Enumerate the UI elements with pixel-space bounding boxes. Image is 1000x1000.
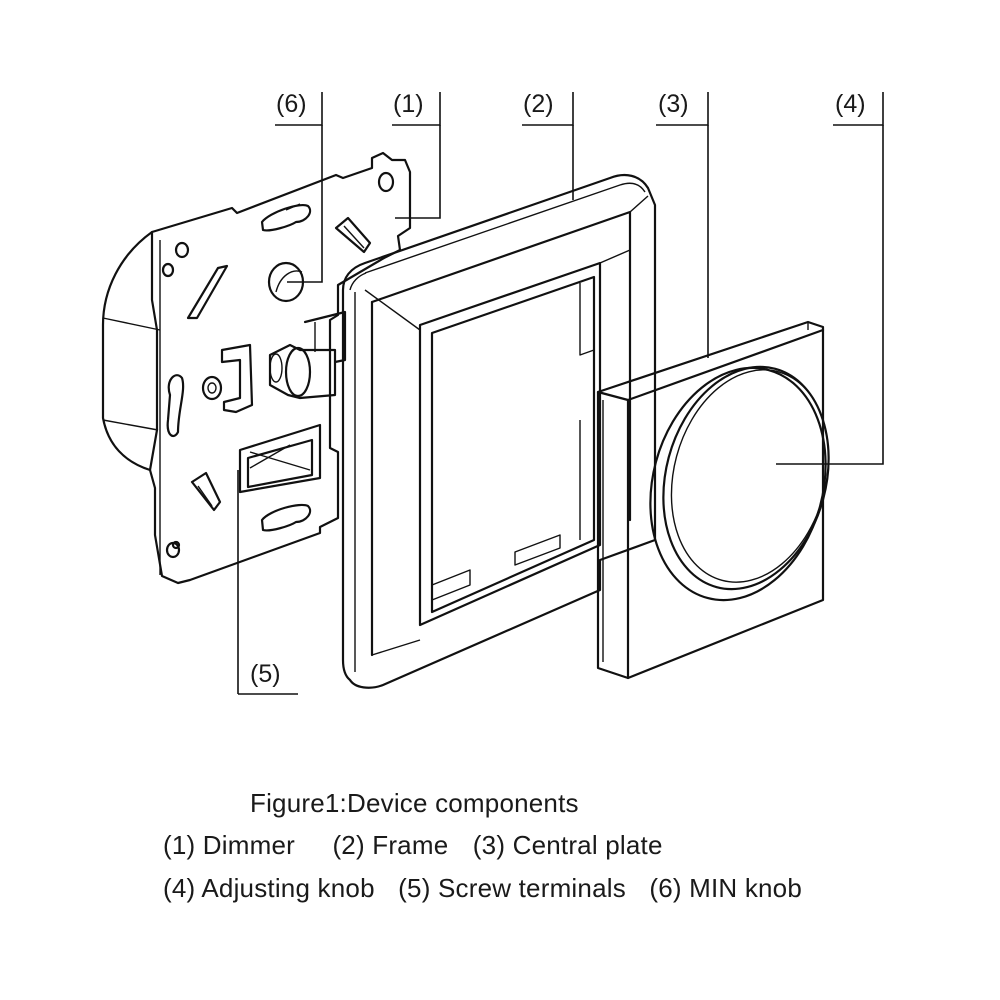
callout-frame: (2) xyxy=(523,90,554,118)
caption-item-central-plate: (3) Central plate xyxy=(472,830,663,860)
adjusting-knob xyxy=(649,365,830,602)
figure-caption-title: Figure1:Device components xyxy=(250,788,579,818)
callout-screw-terminals: (5) xyxy=(250,660,281,688)
central-plate xyxy=(596,320,825,680)
leader-lines xyxy=(237,92,884,695)
caption-item-frame: (2) Frame xyxy=(332,830,449,860)
dimmer-mounting-plate xyxy=(101,151,412,585)
exploded-device-diagram: (1) (2) (3) (4) (5) (6) xyxy=(101,90,884,695)
callout-dimmer: (1) xyxy=(393,90,424,118)
callout-min-knob: (6) xyxy=(276,90,307,118)
callout-central-plate: (3) xyxy=(658,90,689,118)
caption-item-dimmer: (1) Dimmer xyxy=(163,830,295,860)
caption-item-min-knob: (6) MIN knob xyxy=(649,873,803,903)
caption-line-2: (1) Dimmer (2) Frame (3) Central plate xyxy=(163,830,663,861)
callout-adjusting-knob: (4) xyxy=(835,90,866,118)
caption-line-3: (4) Adjusting knob (5) Screw terminals (… xyxy=(163,873,802,904)
dimmer-shaft xyxy=(268,343,337,400)
caption-item-screw-terminals: (5) Screw terminals xyxy=(398,873,626,903)
screw-terminals xyxy=(238,423,322,494)
caption-item-adjusting-knob: (4) Adjusting knob xyxy=(163,873,375,903)
frame xyxy=(341,173,657,689)
